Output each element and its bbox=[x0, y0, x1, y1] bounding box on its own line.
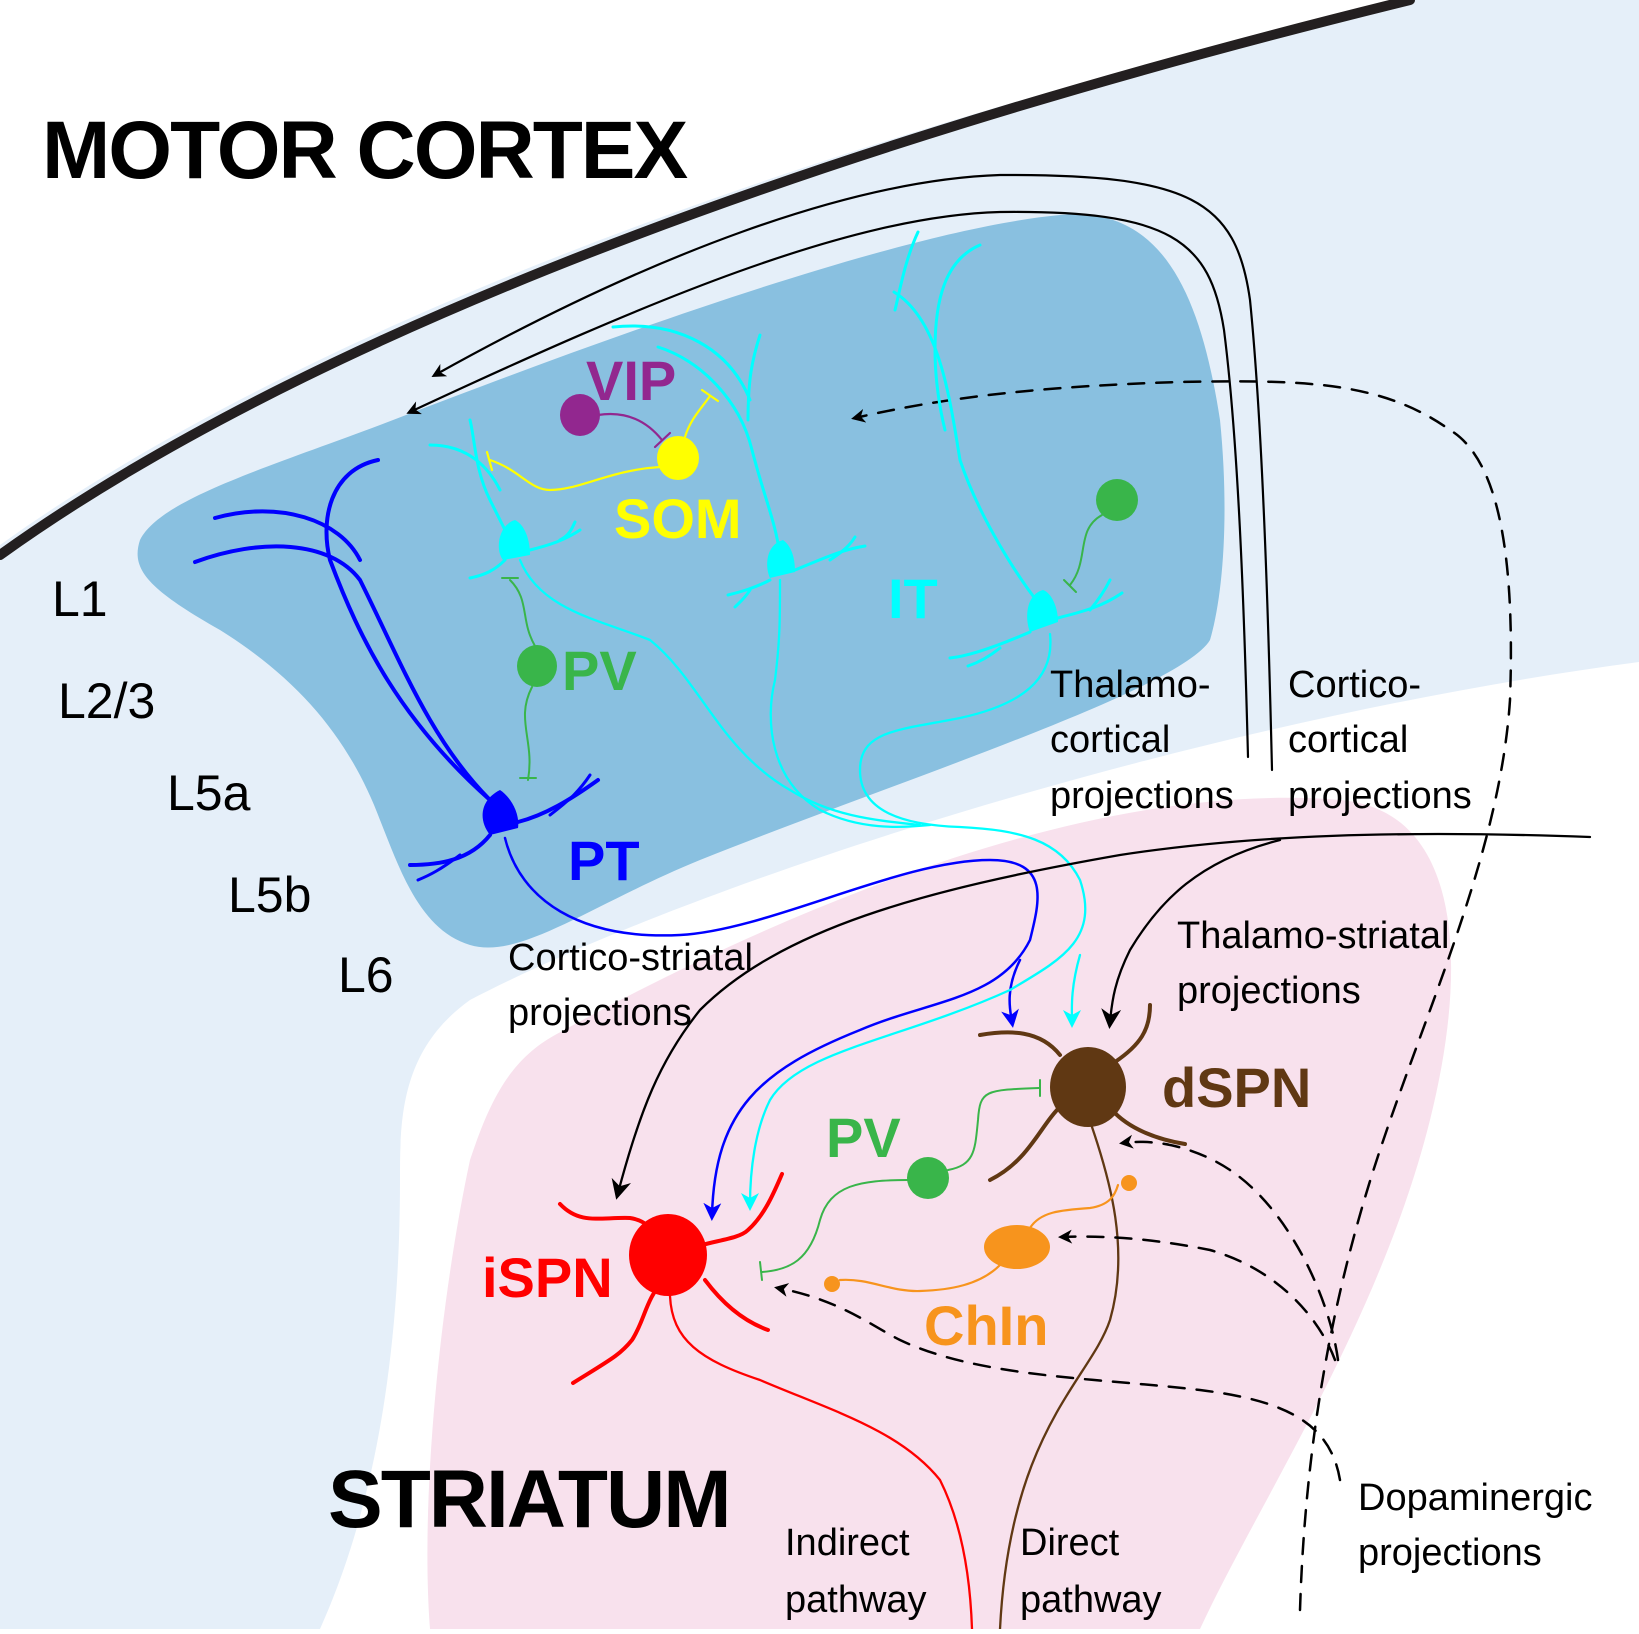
layer-label-l6: L6 bbox=[338, 947, 394, 1003]
chin-label: ChIn bbox=[924, 1294, 1048, 1357]
thalamostriatal-projection bbox=[611, 832, 1592, 1200]
svg-text:projections: projections bbox=[1358, 1532, 1542, 1574]
it-neuron-2 bbox=[611, 324, 932, 829]
vip-interneuron bbox=[560, 394, 672, 449]
som-label: SOM bbox=[614, 487, 742, 550]
svg-text:Indirect: Indirect bbox=[785, 1522, 910, 1564]
svg-text:cortical: cortical bbox=[1050, 719, 1170, 761]
layer-label-l23: L2/3 bbox=[58, 673, 155, 729]
svg-text:Dopaminergic: Dopaminergic bbox=[1358, 1477, 1592, 1519]
motor-cortex-title: MOTOR CORTEX bbox=[42, 105, 687, 196]
corticocortical-label: Cortico- cortical projections bbox=[1288, 664, 1472, 817]
pv-interneuron-striatum bbox=[759, 1079, 1041, 1281]
svg-text:pathway: pathway bbox=[1020, 1579, 1162, 1621]
thalamostriatal-label: Thalamo-striatal projections bbox=[1177, 915, 1449, 1012]
striatum-title: STRIATUM bbox=[328, 1454, 730, 1545]
dspn-label: dSPN bbox=[1162, 1056, 1311, 1119]
ispn-label: iSPN bbox=[482, 1246, 613, 1309]
layer-label-l1: L1 bbox=[52, 571, 108, 627]
cortex-region bbox=[137, 214, 1225, 948]
striatum-pv-label: PV bbox=[826, 1106, 901, 1169]
indirect-pathway-label: Indirect pathway bbox=[785, 1522, 927, 1621]
vip-label: VIP bbox=[586, 349, 676, 412]
dspn-neuron bbox=[978, 1003, 1187, 1631]
pt-neuron bbox=[193, 458, 1039, 1221]
thalamocortical-projection bbox=[406, 210, 1250, 759]
it-neuron-3 bbox=[741, 230, 1124, 1211]
pv-interneuron-cortex-2 bbox=[1063, 479, 1138, 593]
svg-text:projections: projections bbox=[508, 992, 692, 1034]
chin-interneuron bbox=[824, 1175, 1137, 1293]
layer-label-l5a: L5a bbox=[167, 765, 251, 821]
cortex-pv-label: PV bbox=[562, 639, 637, 702]
svg-text:projections: projections bbox=[1050, 775, 1234, 817]
direct-pathway-label: Direct pathway bbox=[1020, 1522, 1162, 1621]
striatum-background bbox=[427, 797, 1452, 1629]
svg-text:Thalamo-striatal: Thalamo-striatal bbox=[1177, 915, 1449, 957]
svg-text:projections: projections bbox=[1177, 970, 1361, 1012]
corticocortical-projection bbox=[431, 173, 1274, 772]
pv-interneuron-cortex-1 bbox=[501, 577, 557, 781]
svg-text:projections: projections bbox=[1288, 775, 1472, 817]
svg-text:Cortico-striatal: Cortico-striatal bbox=[508, 937, 753, 979]
dopaminergic-projection-cortex bbox=[851, 380, 1513, 1612]
svg-text:Cortico-: Cortico- bbox=[1288, 664, 1421, 706]
it-label: IT bbox=[888, 567, 938, 630]
thalamocortical-label: Thalamo- cortical projections bbox=[1050, 664, 1234, 817]
som-interneuron bbox=[485, 388, 720, 492]
svg-text:pathway: pathway bbox=[785, 1579, 927, 1621]
it-neuron-1 bbox=[428, 418, 922, 827]
dopaminergic-label: Dopaminergic projections bbox=[1358, 1477, 1592, 1574]
pt-label: PT bbox=[568, 829, 640, 892]
svg-text:cortical: cortical bbox=[1288, 719, 1408, 761]
dopaminergic-projection-striatum bbox=[774, 1134, 1342, 1482]
svg-text:Thalamo-: Thalamo- bbox=[1050, 664, 1211, 706]
ispn-neuron bbox=[558, 1172, 974, 1631]
svg-text:Direct: Direct bbox=[1020, 1522, 1120, 1564]
corticostriatal-label: Cortico-striatal projections bbox=[508, 937, 753, 1034]
layer-label-l5b: L5b bbox=[228, 867, 311, 923]
pia-surface bbox=[0, 0, 1415, 560]
